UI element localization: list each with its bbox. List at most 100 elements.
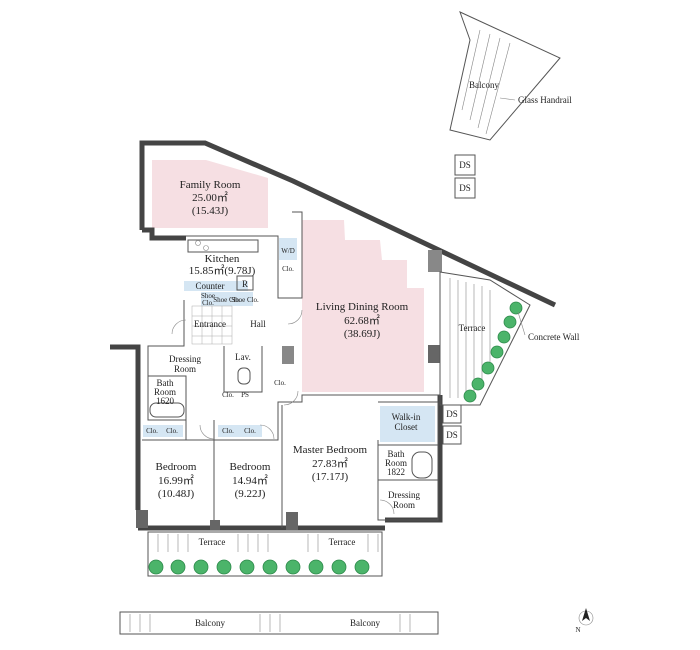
ds-box-2 [454, 177, 476, 199]
walkin-fill [380, 406, 435, 442]
column-5 [428, 250, 442, 272]
tree-icon [331, 559, 347, 575]
shoe-clo-label-4: Shoe Clo. [231, 296, 259, 304]
glass-handrail-label: Glass Handrail [518, 95, 572, 105]
terrace-south [147, 531, 383, 577]
shoe-clo-label-2: Clo. [202, 299, 214, 307]
compass-needle-icon [582, 608, 590, 621]
bedroom2-area: 14.94㎡ [232, 474, 268, 487]
bath-walls [148, 375, 187, 420]
terrace-south-label-2: Terrace [329, 537, 356, 547]
terrace-east-slats [449, 278, 491, 398]
terrace-south-label: Terrace [199, 537, 226, 547]
column-6 [282, 346, 294, 364]
balcony-upper-slats [461, 29, 511, 135]
ds-box [454, 154, 476, 176]
clo1-fill [143, 425, 183, 437]
living-room-jo: (38.69J) [344, 328, 381, 340]
ds-label-4: DS [459, 183, 471, 193]
lav-label: Lav. [235, 352, 251, 362]
tree-icon [239, 559, 255, 575]
bedroom1-name: Bedroom [156, 461, 197, 473]
tree-icon [481, 361, 495, 375]
terrace-east [439, 271, 531, 406]
balcony-strip [119, 611, 439, 635]
concrete-wall-label: Concrete Wall [528, 332, 580, 342]
lav-walls [223, 346, 263, 393]
terrace-east-label: Terrace [459, 323, 486, 333]
outer-wall-north [139, 140, 557, 308]
tree-icon [170, 559, 186, 575]
bath-label-2: Room [154, 387, 176, 397]
ds-box [442, 404, 462, 424]
dressing-label: Dressing [169, 354, 201, 364]
living-room-area: 62.68㎡ [344, 314, 380, 327]
clo-label-3: Clo. [222, 427, 234, 435]
tree-icon [285, 559, 301, 575]
stove-icon [195, 240, 201, 246]
wd-fill [279, 238, 297, 260]
toilet-icon [237, 367, 251, 385]
door-arc-2 [171, 319, 187, 335]
stove-icon-2 [203, 245, 209, 251]
ds-label: DS [446, 409, 458, 419]
glass-handrail-leader [499, 97, 516, 101]
family-room-name: Family Room [180, 179, 241, 191]
balcony-label-2: Balcony [350, 618, 380, 628]
wd-label: W/D [281, 247, 295, 255]
bathtub-icon-2 [411, 451, 433, 479]
master-bedroom-name: Master Bedroom [293, 444, 368, 456]
master-bedroom-area: 27.83㎡ [312, 457, 348, 470]
bath-label: Bath [157, 378, 174, 388]
counter-fill [184, 281, 248, 291]
walkin-label-2: Closet [394, 422, 418, 432]
tree-icon [308, 559, 324, 575]
door-arc-6 [379, 499, 395, 515]
tree-icon [193, 559, 209, 575]
clo-label-6: Clo. [282, 265, 294, 273]
balcony-strip-slats [129, 614, 411, 632]
door-arc-5 [283, 390, 299, 406]
outer-wall-west [142, 227, 186, 241]
family-room-area: 25.00㎡ [192, 191, 228, 204]
clo-label-2: Clo. [166, 427, 178, 435]
tree-icon [497, 330, 511, 344]
dressing2-label: Dressing [388, 490, 420, 500]
r-label: R [242, 279, 248, 289]
ds-label-2: DS [446, 430, 458, 440]
living-room-name: Living Dining Room [316, 301, 409, 313]
tree-icon [354, 559, 370, 575]
balcony-upper [449, 11, 561, 141]
hall-label: Hall [250, 319, 266, 329]
kitchen-counter [187, 239, 259, 253]
door-arc-4 [199, 424, 215, 440]
bedroom2-jo: (9.22J) [235, 488, 266, 500]
dressing-label-2: Room [174, 364, 196, 374]
tree-icon [148, 559, 164, 575]
bath2-label: Bath [388, 449, 405, 459]
bedroom2-name: Bedroom [230, 461, 271, 473]
walkin-label: Walk-in [392, 412, 421, 422]
ds-label-3: DS [459, 160, 471, 170]
tree-icon [463, 389, 477, 403]
column [136, 510, 148, 528]
door-arc [287, 309, 303, 325]
shoe-clo-label: Shoe [201, 292, 215, 300]
bedroom1-jo: (10.48J) [158, 488, 195, 500]
column-3 [286, 512, 298, 530]
counter-label: Counter [196, 281, 225, 291]
family-room-fill [152, 160, 268, 228]
entrance-tiles [191, 305, 233, 345]
inner-walls [186, 211, 303, 299]
dressing2-label-2: Room [393, 500, 415, 510]
fridge-icon [236, 275, 254, 291]
clo-label-4: Clo. [244, 427, 256, 435]
tree-icon [509, 301, 523, 315]
column-4 [428, 345, 440, 363]
outer-wall-southwest [110, 344, 141, 510]
walkin-walls [378, 401, 439, 446]
bedroom1-area: 16.99㎡ [158, 474, 194, 487]
column-2 [210, 520, 220, 530]
terrace-south-slats [157, 534, 379, 552]
